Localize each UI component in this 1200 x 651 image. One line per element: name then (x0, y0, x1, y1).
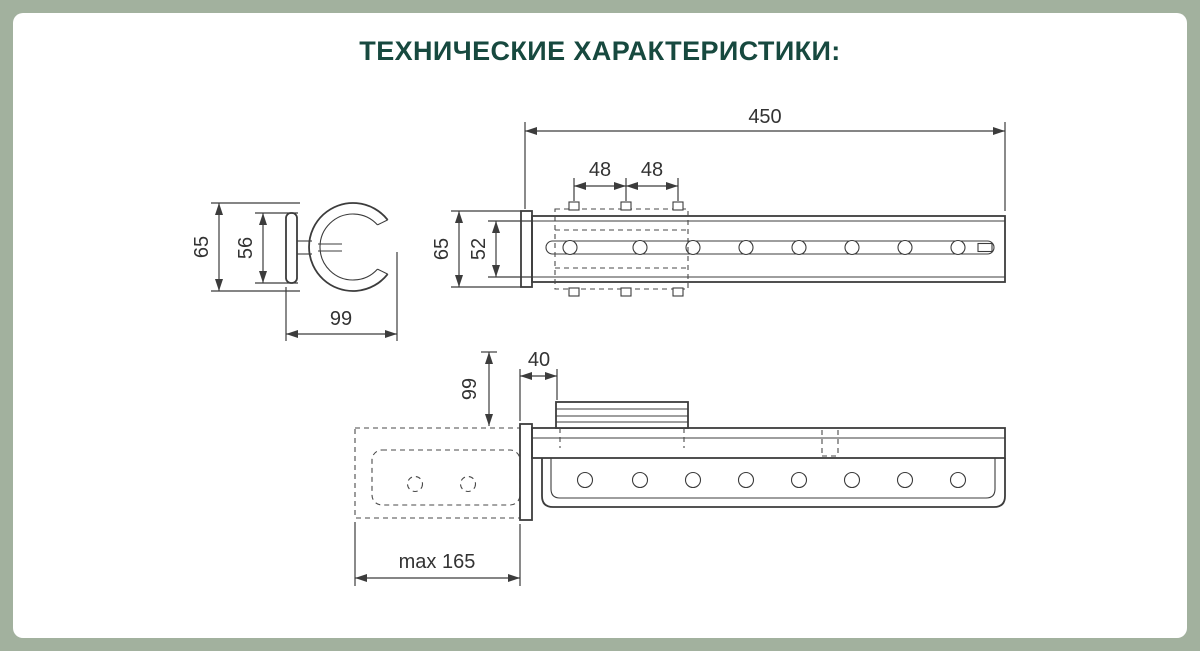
rail-slot (545, 240, 995, 255)
front-bracket (519, 423, 533, 521)
dim-extended-height-label: 99 (459, 378, 481, 400)
dim-extension-max-label: max 165 (399, 551, 476, 573)
spec-card (13, 13, 1187, 638)
end-view-drawing: 65 56 99 (191, 202, 398, 341)
dim-end-width-label: 99 (330, 308, 352, 330)
clamp-bar (285, 212, 298, 284)
rail-channel-outer (541, 458, 1006, 508)
head-outer-profile (308, 202, 389, 292)
dim-side-height-inner-label: 52 (468, 238, 490, 260)
mounting-plate (554, 201, 689, 297)
dim-end-height-inner-label: 56 (235, 237, 257, 259)
rail-channel-inner (550, 458, 996, 499)
extended-view-drawing: 99 40 max 165 (354, 349, 1006, 586)
head-inner-profile (319, 213, 378, 281)
ghost-retracted-outline (354, 427, 521, 519)
dim-end-height-outer-label: 65 (191, 236, 213, 258)
side-view-drawing: 450 48 48 65 52 (431, 106, 1006, 297)
dim-total-length-label: 450 (748, 106, 781, 128)
dim-extended-offset-label: 40 (528, 349, 550, 371)
rail-outline (531, 215, 1006, 283)
extended-rail-web (531, 427, 1006, 459)
rail-holes (562, 239, 993, 256)
page-title: ТЕХНИЧЕСКИЕ ХАРАКТЕРИСТИКИ: (359, 36, 841, 66)
dim-pitch-left-label: 48 (589, 159, 611, 181)
dim-pitch-right-label: 48 (641, 159, 663, 181)
rail-end-cap (520, 210, 533, 288)
extended-rail-holes (576, 471, 967, 489)
top-mounting-plate (555, 401, 689, 448)
dim-side-height-outer-label: 65 (431, 238, 453, 260)
